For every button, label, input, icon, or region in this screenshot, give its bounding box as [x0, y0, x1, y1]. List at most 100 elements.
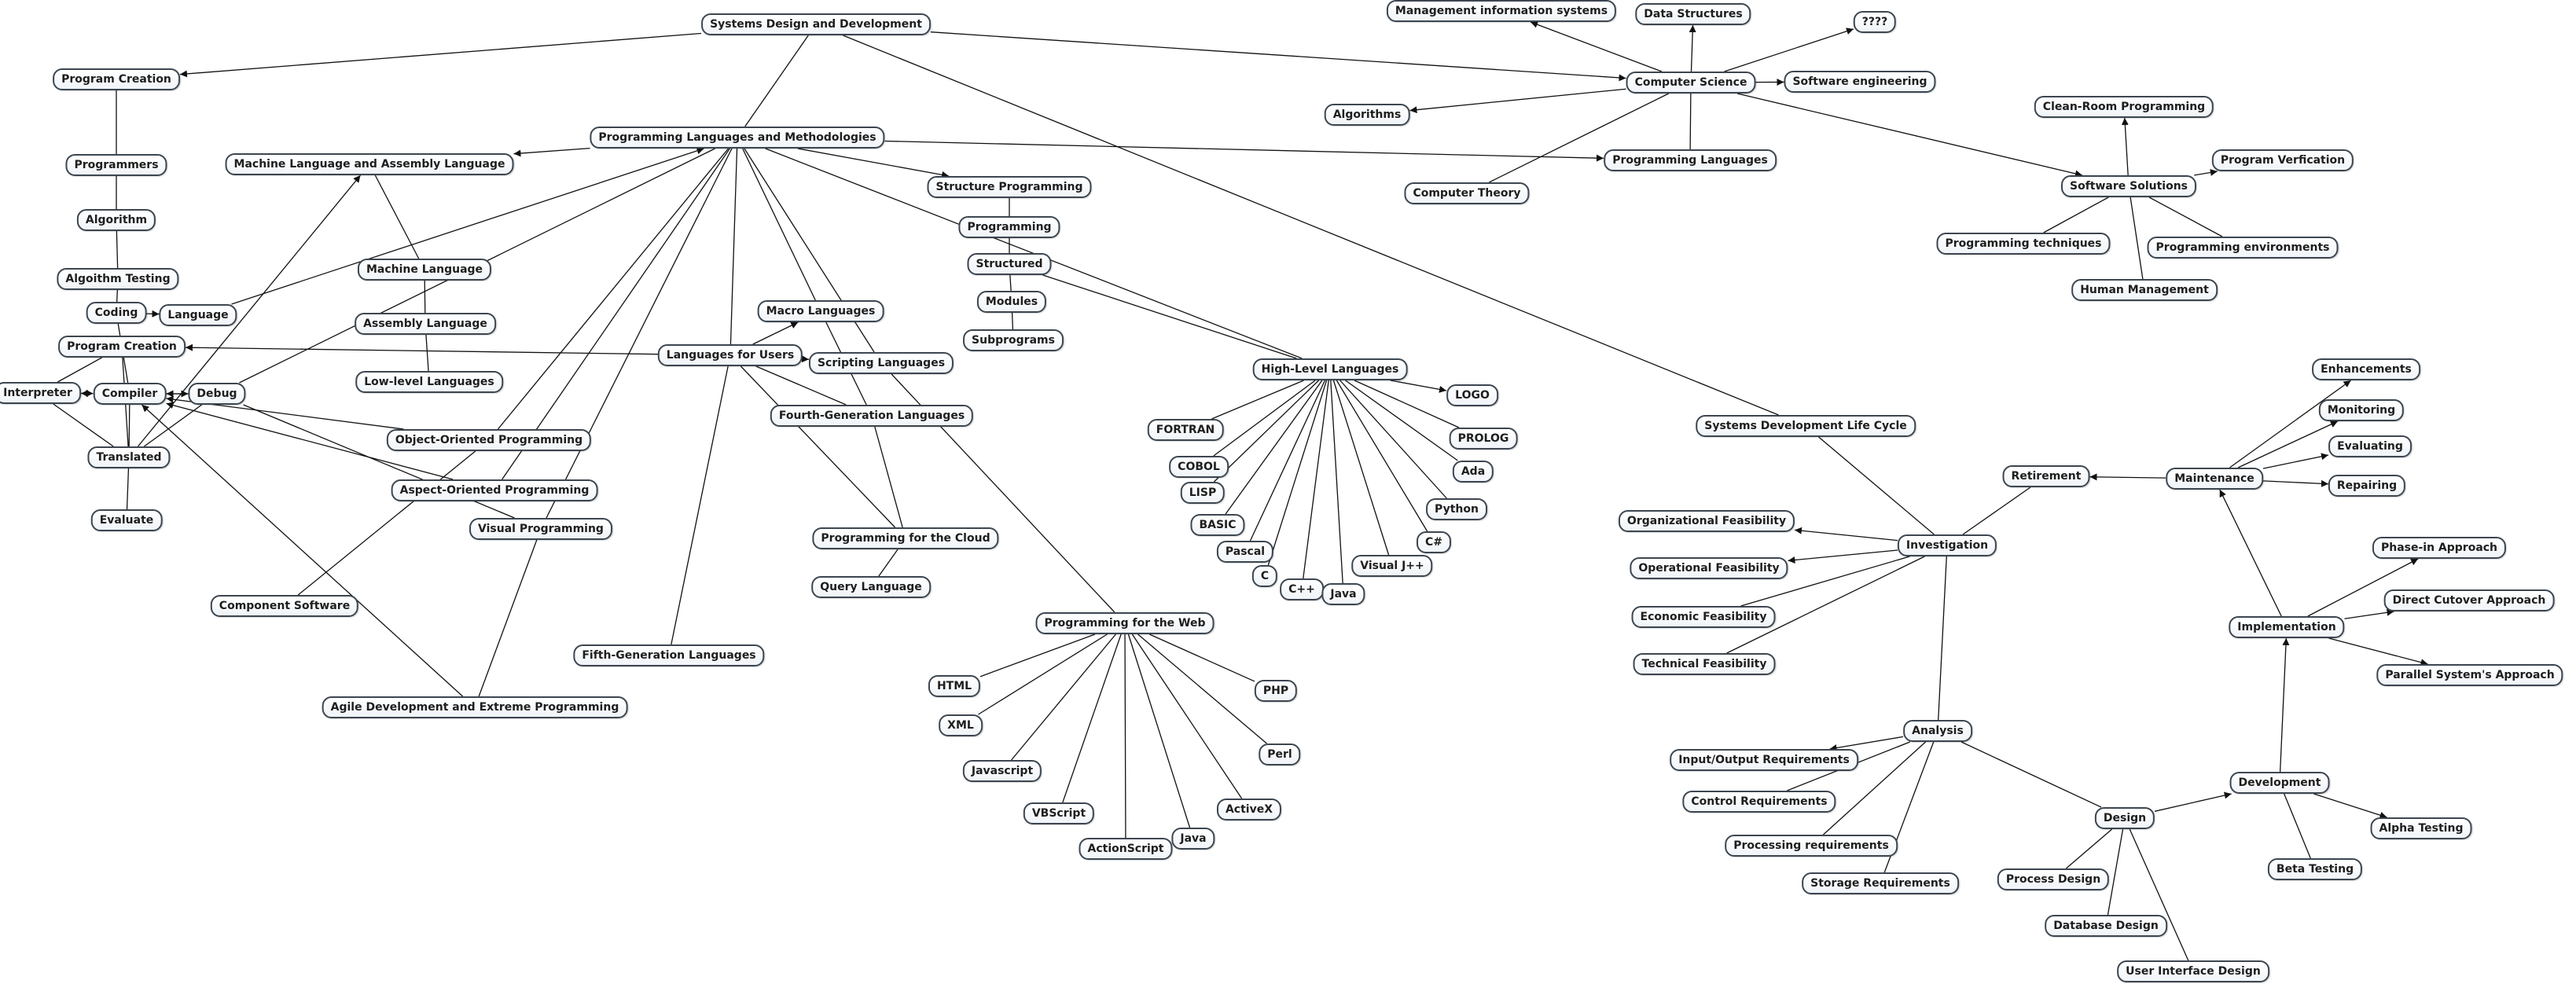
node-lfu[interactable]: Languages for Users: [657, 344, 803, 366]
node-programmers[interactable]: Programmers: [65, 154, 167, 176]
node-ecf[interactable]: Economic Feasibility: [1631, 606, 1776, 628]
node-macro[interactable]: Macro Languages: [757, 300, 884, 322]
node-lisp[interactable]: LISP: [1180, 482, 1226, 504]
node-coding[interactable]: Coding: [86, 302, 147, 324]
node-pt[interactable]: Programming techniques: [1936, 233, 2111, 255]
node-logo[interactable]: LOGO: [1446, 384, 1498, 406]
node-pweb[interactable]: Programming for the Web: [1035, 612, 1215, 634]
node-compiler[interactable]: Compiler: [93, 383, 167, 405]
node-at[interactable]: Alpha Testing: [2370, 817, 2472, 839]
node-design[interactable]: Design: [2094, 807, 2155, 829]
node-xml[interactable]: XML: [939, 714, 983, 736]
node-translated[interactable]: Translated: [87, 446, 171, 468]
node-retirement[interactable]: Retirement: [2002, 465, 2090, 487]
node-pc1[interactable]: Program Creation: [53, 68, 180, 90]
node-dev[interactable]: Development: [2229, 772, 2330, 794]
node-uid[interactable]: User Interface Design: [2117, 960, 2269, 982]
node-analysis[interactable]: Analysis: [1903, 720, 1972, 742]
node-phase[interactable]: Phase-in Approach: [2372, 537, 2507, 559]
node-pe[interactable]: Programming environments: [2147, 237, 2339, 259]
node-pv[interactable]: Program Verfication: [2211, 149, 2354, 171]
node-aop[interactable]: Aspect-Oriented Programming: [391, 479, 598, 501]
node-c[interactable]: C: [1251, 565, 1278, 587]
node-bt[interactable]: Beta Testing: [2267, 858, 2363, 880]
node-pl[interactable]: Programming Languages: [1604, 149, 1777, 171]
node-ql[interactable]: Query Language: [811, 576, 931, 598]
node-language[interactable]: Language: [159, 304, 237, 326]
node-pr[interactable]: Processing requirements: [1725, 835, 1898, 857]
node-oop[interactable]: Object-Oriented Programming: [386, 429, 592, 451]
node-ds[interactable]: Data Structures: [1635, 3, 1751, 25]
node-vp[interactable]: Visual Programming: [469, 518, 612, 540]
node-scripting[interactable]: Scripting Languages: [808, 352, 954, 374]
node-activex[interactable]: ActiveX: [1216, 799, 1282, 821]
node-psa[interactable]: Parallel System's Approach: [2376, 664, 2563, 686]
node-java1[interactable]: Java: [1321, 583, 1365, 605]
node-html[interactable]: HTML: [928, 675, 981, 697]
node-interp[interactable]: Interpreter: [0, 382, 81, 404]
node-prog[interactable]: Programming: [958, 216, 1060, 238]
node-cobol[interactable]: COBOL: [1169, 456, 1229, 478]
node-q4[interactable]: ????: [1853, 11, 1897, 33]
node-tf[interactable]: Technical Feasibility: [1633, 653, 1776, 675]
node-evaluate[interactable]: Evaluate: [90, 509, 163, 531]
node-sdd[interactable]: Systems Design and Development: [701, 13, 931, 35]
node-dbd[interactable]: Database Design: [2045, 915, 2167, 937]
node-se[interactable]: Software engineering: [1784, 71, 1936, 93]
node-enh[interactable]: Enhancements: [2312, 358, 2420, 380]
node-sp[interactable]: Structure Programming: [927, 176, 1092, 198]
node-mis[interactable]: Management information systems: [1386, 0, 1617, 22]
node-prolog[interactable]: PROLOG: [1449, 428, 1518, 450]
node-vj[interactable]: Visual J++: [1351, 555, 1433, 577]
node-lll[interactable]: Low-level Languages: [355, 371, 503, 393]
node-ctheory[interactable]: Computer Theory: [1404, 182, 1530, 204]
node-compsw[interactable]: Component Software: [210, 595, 359, 617]
node-php[interactable]: PHP: [1254, 680, 1298, 702]
node-repairing[interactable]: Repairing: [2328, 475, 2406, 497]
node-ml[interactable]: Machine Language: [357, 259, 492, 281]
node-perl[interactable]: Perl: [1259, 744, 1301, 766]
node-csharp[interactable]: C#: [1416, 531, 1452, 553]
node-ior[interactable]: Input/Output Requirements: [1670, 749, 1858, 771]
node-fortran[interactable]: FORTRAN: [1147, 419, 1224, 441]
node-as[interactable]: ActionScript: [1079, 838, 1173, 860]
node-orgf[interactable]: Organizational Feasibility: [1618, 510, 1795, 532]
node-maintenance[interactable]: Maintenance: [2166, 468, 2263, 490]
node-sr[interactable]: Storage Requirements: [1802, 872, 1959, 894]
node-subprograms[interactable]: Subprograms: [963, 329, 1064, 351]
node-debug[interactable]: Debug: [188, 383, 246, 405]
node-vbs[interactable]: VBScript: [1023, 802, 1095, 824]
node-fgl[interactable]: Fourth-Generation Languages: [770, 405, 974, 427]
node-js[interactable]: Javascript: [962, 760, 1042, 782]
node-cloud[interactable]: Programming for the Cloud: [812, 527, 999, 549]
node-modules[interactable]: Modules: [976, 291, 1047, 313]
node-sdlc[interactable]: Systems Development Life Cycle: [1696, 415, 1916, 437]
node-hm[interactable]: Human Management: [2071, 279, 2218, 301]
node-ada[interactable]: Ada: [1452, 461, 1494, 483]
node-opf[interactable]: Operational Feasibility: [1630, 557, 1788, 579]
node-mon[interactable]: Monitoring: [2318, 399, 2405, 421]
node-pc2[interactable]: Program Creation: [58, 336, 186, 358]
node-al[interactable]: Assembly Language: [355, 313, 496, 335]
node-alg[interactable]: Algorithms: [1324, 104, 1410, 126]
node-cpp[interactable]: C++: [1280, 578, 1324, 600]
node-python[interactable]: Python: [1426, 498, 1487, 520]
node-mlal[interactable]: Machine Language and Assembly Language: [225, 153, 514, 175]
node-algtest[interactable]: Algoithm Testing: [57, 268, 179, 290]
node-pd[interactable]: Process Design: [1997, 868, 2110, 890]
node-ss[interactable]: Software Solutions: [2060, 175, 2197, 197]
node-algorithm[interactable]: Algorithm: [76, 209, 156, 231]
node-cr[interactable]: Control Requirements: [1682, 791, 1836, 813]
node-pascal[interactable]: Pascal: [1216, 541, 1274, 563]
node-agile[interactable]: Agile Development and Extreme Programmin…: [322, 696, 628, 718]
node-dca[interactable]: Direct Cutover Approach: [2383, 589, 2555, 611]
node-structured[interactable]: Structured: [967, 253, 1052, 275]
node-crp[interactable]: Clean-Room Programming: [2034, 96, 2214, 118]
node-plm[interactable]: Programming Languages and Methodologies: [590, 127, 885, 149]
node-basic[interactable]: BASIC: [1190, 514, 1245, 536]
node-evaluating[interactable]: Evaluating: [2328, 435, 2412, 457]
node-java2[interactable]: Java: [1171, 828, 1215, 850]
node-inv[interactable]: Investigation: [1897, 534, 1997, 556]
node-cs[interactable]: Computer Science: [1626, 72, 1756, 94]
node-fifth[interactable]: Fifth-Generation Languages: [573, 644, 765, 666]
